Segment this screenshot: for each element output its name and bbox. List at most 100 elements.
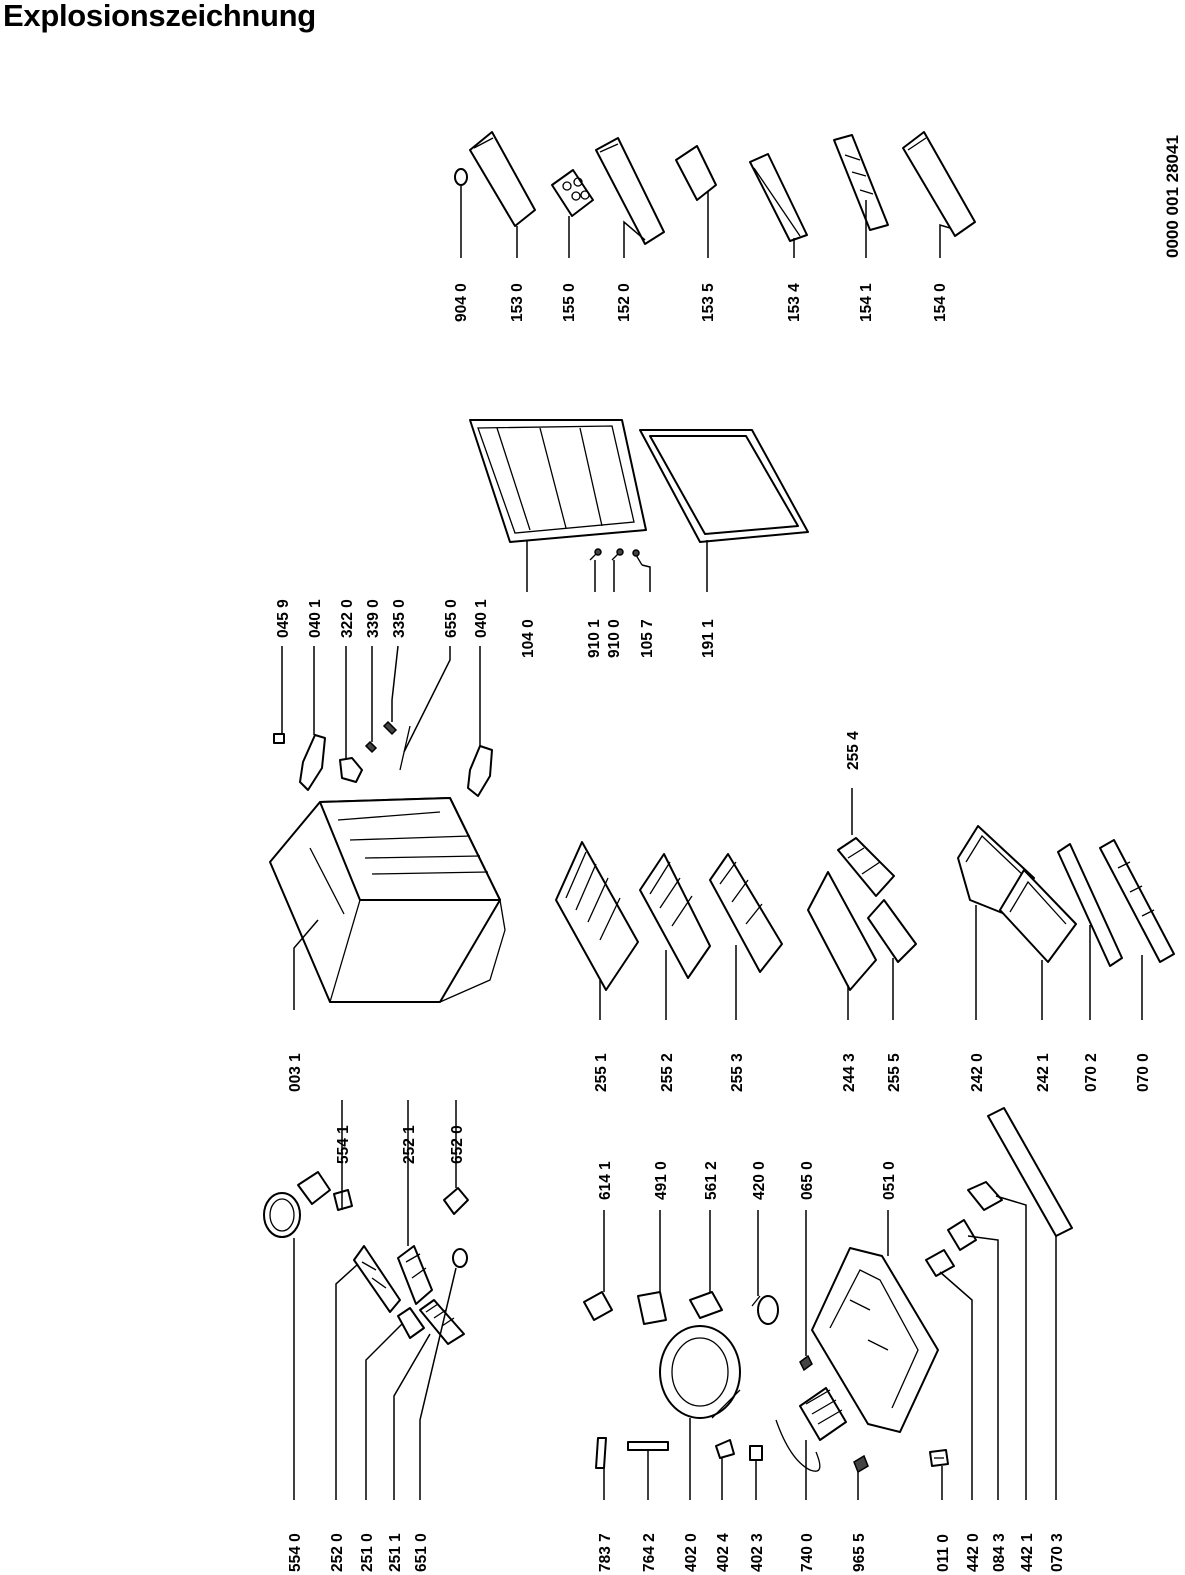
label-255-4: 255 4 xyxy=(845,731,862,770)
part-070-0-rail xyxy=(1099,839,1175,963)
label-104-0: 104 0 xyxy=(520,619,537,658)
label-154-1: 154 1 xyxy=(858,283,875,322)
label-003-1: 003 1 xyxy=(287,1053,304,1092)
part-070-2-rail xyxy=(1057,843,1123,967)
part-251-0-light-cover xyxy=(397,1307,425,1339)
part-339-0-screw xyxy=(364,740,378,754)
label-764-2: 764 2 xyxy=(641,1533,658,1572)
part-561-2-plug xyxy=(689,1291,723,1319)
label-242-1: 242 1 xyxy=(1035,1053,1052,1092)
part-252-1-cover xyxy=(397,1245,433,1305)
part-783-7-pin xyxy=(595,1437,607,1469)
part-442-1-holder xyxy=(967,1181,1003,1211)
part-904-0-cap xyxy=(454,168,468,186)
part-252-0-housing xyxy=(353,1245,401,1313)
label-070-3: 070 3 xyxy=(1049,1533,1066,1572)
part-614-1-relay xyxy=(583,1291,613,1321)
label-251-1: 251 1 xyxy=(387,1533,404,1572)
label-105-7: 105 7 xyxy=(639,619,656,658)
label-251-0: 251 0 xyxy=(359,1533,376,1572)
part-040-1-hinge-bottom xyxy=(467,745,493,797)
label-910-1: 910 1 xyxy=(586,619,603,658)
part-065-0-clip xyxy=(799,1354,813,1372)
part-335-0-screw xyxy=(382,720,398,736)
part-740-0-condenser xyxy=(775,1387,847,1472)
part-045-9-pin xyxy=(273,733,285,744)
part-965-5-fixture xyxy=(853,1454,869,1474)
label-651-0: 651 0 xyxy=(413,1533,430,1572)
part-153-5-small-bin xyxy=(675,145,717,201)
label-040-1-bottom: 040 1 xyxy=(473,599,490,638)
label-155-0: 155 0 xyxy=(561,283,578,322)
label-255-5: 255 5 xyxy=(886,1053,903,1092)
part-040-1-hinge-top xyxy=(299,734,326,791)
part-651-0-bulb xyxy=(452,1248,468,1268)
label-153-4: 153 4 xyxy=(786,283,803,322)
label-065-0: 065 0 xyxy=(799,1161,816,1200)
part-154-0-door-shelf xyxy=(902,131,976,237)
part-442-0-starter xyxy=(925,1249,955,1277)
label-740-0: 740 0 xyxy=(799,1533,816,1572)
part-764-2-tube xyxy=(627,1441,669,1451)
part-191-1-gasket xyxy=(639,429,809,543)
part-003-1-cabinet xyxy=(269,797,506,1003)
label-402-3: 402 3 xyxy=(749,1533,766,1572)
label-339-0: 339 0 xyxy=(365,599,382,638)
label-252-0: 252 0 xyxy=(329,1533,346,1572)
part-255-4-holder xyxy=(837,837,895,897)
label-152-0: 152 0 xyxy=(616,283,633,322)
part-155-0-egg-tray xyxy=(551,169,594,217)
part-255-1-shelf xyxy=(555,841,639,991)
part-554-1-clip xyxy=(333,1189,353,1211)
label-154-0: 154 0 xyxy=(932,283,949,322)
label-652-0: 652 0 xyxy=(449,1125,466,1164)
part-255-5-holder xyxy=(867,899,917,963)
label-402-4: 402 4 xyxy=(715,1533,732,1572)
label-242-0: 242 0 xyxy=(969,1053,986,1092)
page-title: Explosionszeichnung xyxy=(3,0,316,33)
label-561-2: 561 2 xyxy=(703,1161,720,1200)
label-420-0: 420 0 xyxy=(751,1161,768,1200)
label-322-0: 322 0 xyxy=(339,599,356,638)
part-011-0-screw xyxy=(929,1449,949,1467)
label-554-1: 554 1 xyxy=(335,1125,352,1164)
part-154-1-rail xyxy=(833,134,889,231)
label-910-0: 910 0 xyxy=(606,619,623,658)
label-084-3: 084 3 xyxy=(991,1533,1008,1572)
label-244-3: 244 3 xyxy=(841,1053,858,1092)
label-045-9: 045 9 xyxy=(275,599,292,638)
label-783-7: 783 7 xyxy=(597,1533,614,1572)
label-614-1: 614 1 xyxy=(597,1161,614,1200)
part-491-0-box xyxy=(637,1291,667,1325)
part-402-3-bolt xyxy=(749,1445,763,1461)
label-070-2: 070 2 xyxy=(1083,1053,1100,1092)
label-040-1-top: 040 1 xyxy=(307,599,324,638)
label-442-0: 442 0 xyxy=(965,1533,982,1572)
part-255-3-shelf xyxy=(709,853,783,973)
label-554-0: 554 0 xyxy=(287,1533,304,1572)
label-335-0: 335 0 xyxy=(391,599,408,638)
part-420-0-capacitor xyxy=(751,1295,779,1325)
part-070-3-bar xyxy=(987,1107,1073,1237)
part-322-0-bracket xyxy=(339,757,363,783)
label-442-1: 442 1 xyxy=(1019,1533,1036,1572)
part-251-1-grid xyxy=(419,1299,465,1345)
label-153-0: 153 0 xyxy=(509,283,526,322)
label-070-0: 070 0 xyxy=(1135,1053,1152,1092)
label-011-0: 011 0 xyxy=(935,1534,952,1572)
label-904-0: 904 0 xyxy=(453,283,470,322)
label-051-0: 051 0 xyxy=(881,1161,898,1200)
part-084-3-connector xyxy=(947,1219,977,1251)
part-655-0-rod xyxy=(399,725,411,771)
part-652-0-socket xyxy=(443,1187,469,1215)
label-252-1: 252 1 xyxy=(401,1125,418,1164)
label-491-0: 491 0 xyxy=(653,1161,670,1200)
label-153-5: 153 5 xyxy=(700,283,717,322)
label-255-2: 255 2 xyxy=(659,1053,676,1092)
label-255-3: 255 3 xyxy=(729,1053,746,1092)
label-965-5: 965 5 xyxy=(851,1533,868,1572)
part-153-4-bar xyxy=(749,153,808,242)
part-244-3-cover xyxy=(807,871,877,991)
part-402-4-grommet xyxy=(715,1439,735,1459)
